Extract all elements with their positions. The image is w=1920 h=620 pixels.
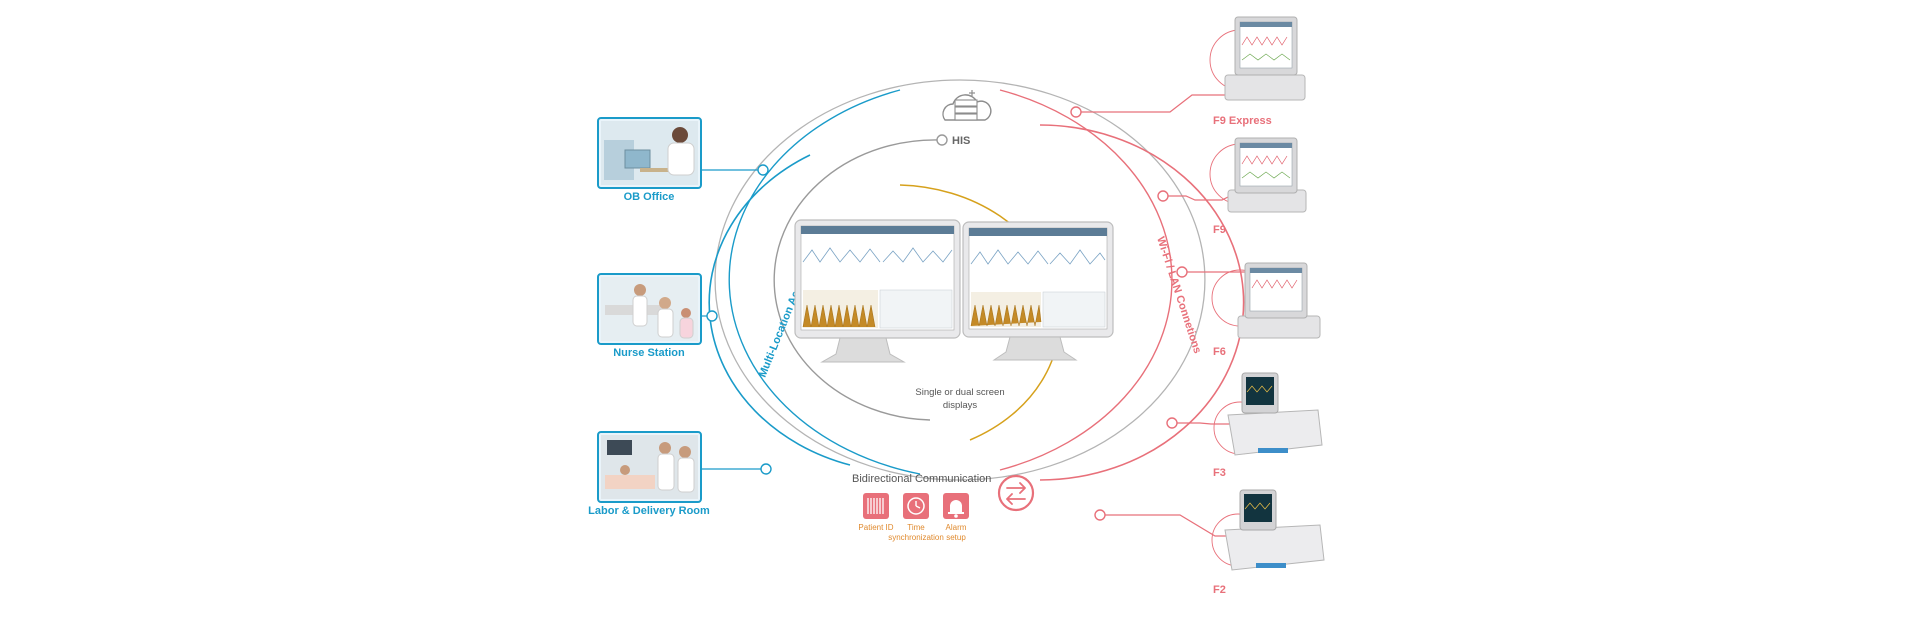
device-label-f9-express: F9 Express — [1213, 115, 1272, 127]
nurses-photo — [601, 277, 698, 341]
feature-label-alarm-line1: Alarm — [946, 523, 967, 532]
display-caption-line2: displays — [943, 400, 978, 411]
location-label-labor-room: Labor & Delivery Room — [588, 505, 710, 517]
feature-label-time-line1: Time — [907, 523, 925, 532]
node-labor-room — [760, 463, 772, 475]
device-label-f3: F3 — [1213, 467, 1226, 479]
tocograph-left — [802, 304, 876, 328]
blue-arc-outer — [728, 89, 921, 475]
location-label-nurse-station: Nurse Station — [613, 347, 685, 359]
feature-time-sync: Time synchronization — [888, 493, 944, 542]
location-label-ob-office: OB Office — [624, 191, 675, 203]
node-f6 — [1176, 266, 1188, 278]
node-f9-express — [1070, 106, 1082, 118]
his-label: HIS — [952, 135, 970, 147]
location-card-nurse-station[interactable]: Nurse Station — [597, 273, 702, 359]
feature-label-alarm-line2: setup — [946, 533, 966, 542]
device-f9[interactable]: F9 — [1209, 137, 1307, 236]
device-f3[interactable]: F3 — [1213, 372, 1323, 479]
cloud-server-icon — [942, 90, 992, 121]
his-node-circle — [936, 134, 948, 146]
location-card-ob-office[interactable]: OB Office — [597, 117, 702, 203]
monitor-right — [962, 221, 1114, 361]
location-card-labor-room[interactable]: Labor & Delivery Room — [588, 431, 710, 517]
connector-f3 — [1172, 422, 1245, 425]
tocograph-right — [970, 304, 1042, 327]
red-arc-outer — [999, 89, 1173, 471]
display-caption-line1: Single or dual screen — [915, 387, 1004, 398]
his-node[interactable]: HIS — [936, 90, 992, 147]
feature-alarm-setup: Alarm setup — [943, 493, 969, 542]
doctor-at-computer-photo — [601, 121, 698, 185]
node-ob-office — [757, 164, 769, 176]
device-label-f2: F2 — [1213, 584, 1226, 596]
node-f2 — [1094, 509, 1106, 521]
device-label-f9: F9 — [1213, 224, 1226, 236]
clock-sync-icon — [907, 497, 925, 515]
bidirectional-title: Bidirectional Communication — [852, 473, 991, 485]
device-f9-express[interactable]: F9 Express — [1209, 16, 1306, 127]
connector-f9-express — [1076, 94, 1245, 113]
feature-patient-id: Patient ID — [858, 493, 894, 532]
device-f6[interactable]: F6 — [1211, 262, 1321, 358]
node-nurse-station — [706, 310, 718, 322]
feature-label-time-line2: synchronization — [888, 533, 944, 542]
device-label-f6: F6 — [1213, 346, 1226, 358]
device-f2[interactable]: F2 — [1211, 489, 1325, 596]
barcode-icon — [867, 498, 884, 514]
red-arc-inner — [1039, 124, 1245, 481]
node-f9 — [1157, 190, 1169, 202]
feature-label-patient-id: Patient ID — [858, 523, 893, 532]
inner-gray-arc — [773, 139, 941, 421]
bell-icon — [948, 500, 964, 518]
exchange-arrows-icon — [997, 474, 1035, 512]
node-f3 — [1166, 417, 1178, 429]
outer-ring-right — [959, 79, 1206, 481]
monitor-left — [794, 219, 961, 363]
delivery-room-photo — [601, 435, 698, 499]
dual-screen-display — [794, 219, 1114, 363]
outer-ring-left — [714, 79, 961, 481]
